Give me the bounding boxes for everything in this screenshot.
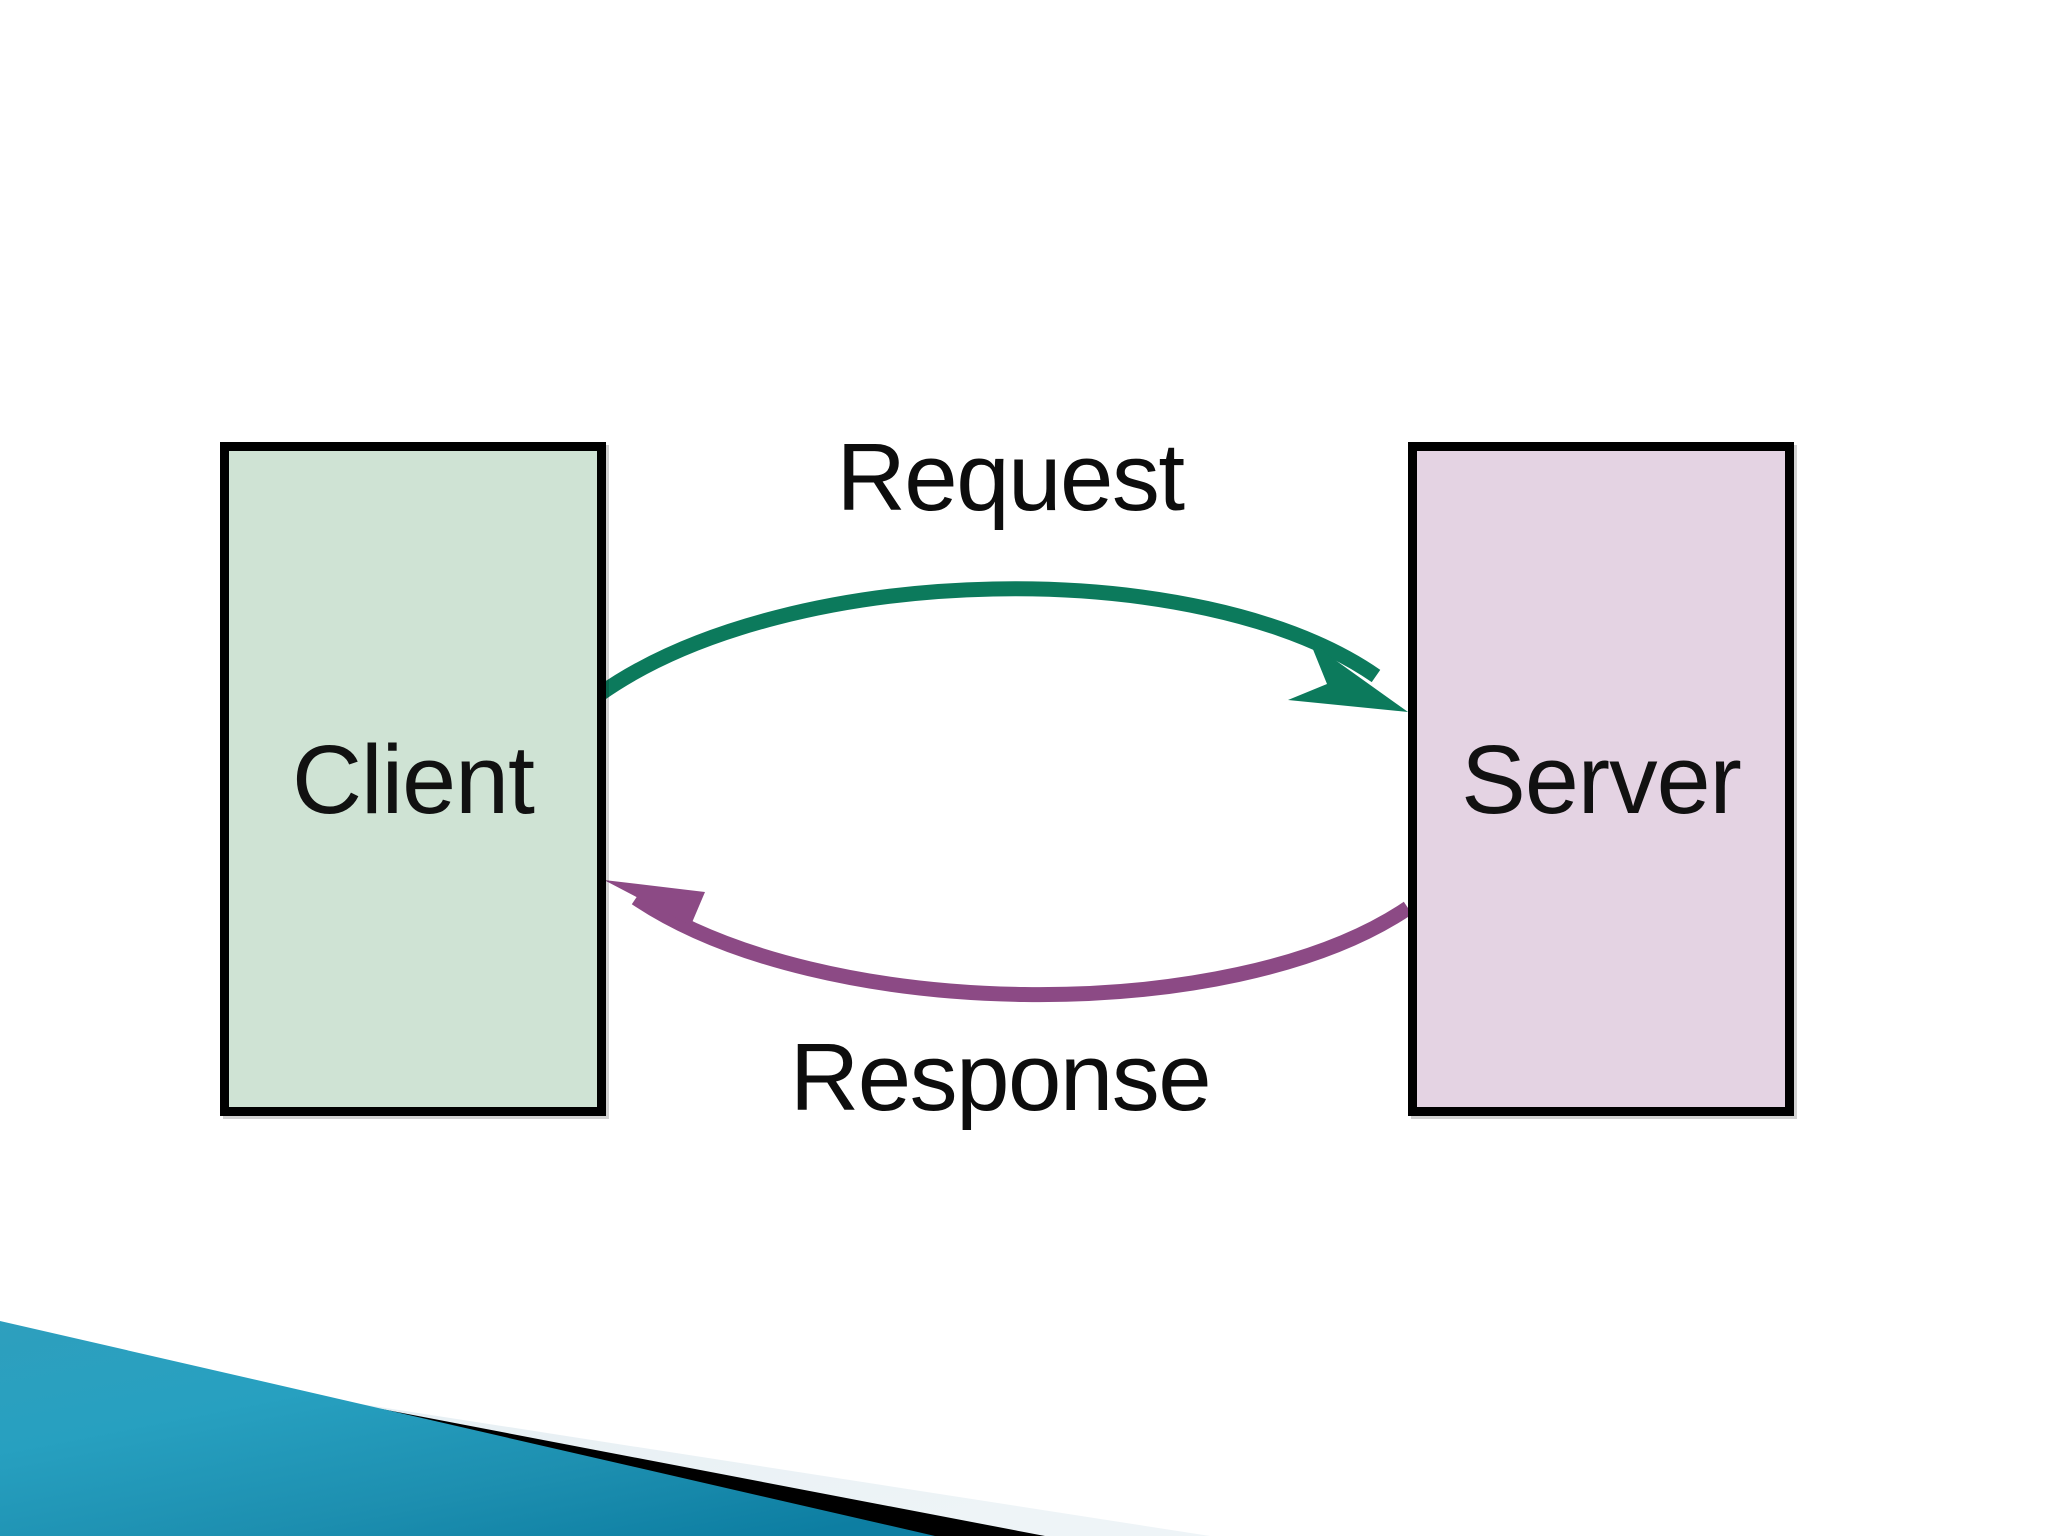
- client-node[interactable]: Client: [220, 442, 606, 1116]
- request-arrow-head: [1288, 642, 1408, 712]
- request-arrow-curve: [595, 581, 1381, 701]
- request-edge-label: Request: [836, 424, 1185, 531]
- client-node-label: Client: [292, 724, 535, 834]
- request-arrow: [595, 581, 1408, 712]
- server-node[interactable]: Server: [1408, 442, 1794, 1116]
- server-node-label: Server: [1461, 724, 1742, 834]
- response-arrow-curve: [631, 891, 1413, 1002]
- response-arrow-head: [604, 880, 730, 946]
- response-edge-label: Response: [789, 1024, 1212, 1131]
- response-arrow: [604, 880, 1413, 1002]
